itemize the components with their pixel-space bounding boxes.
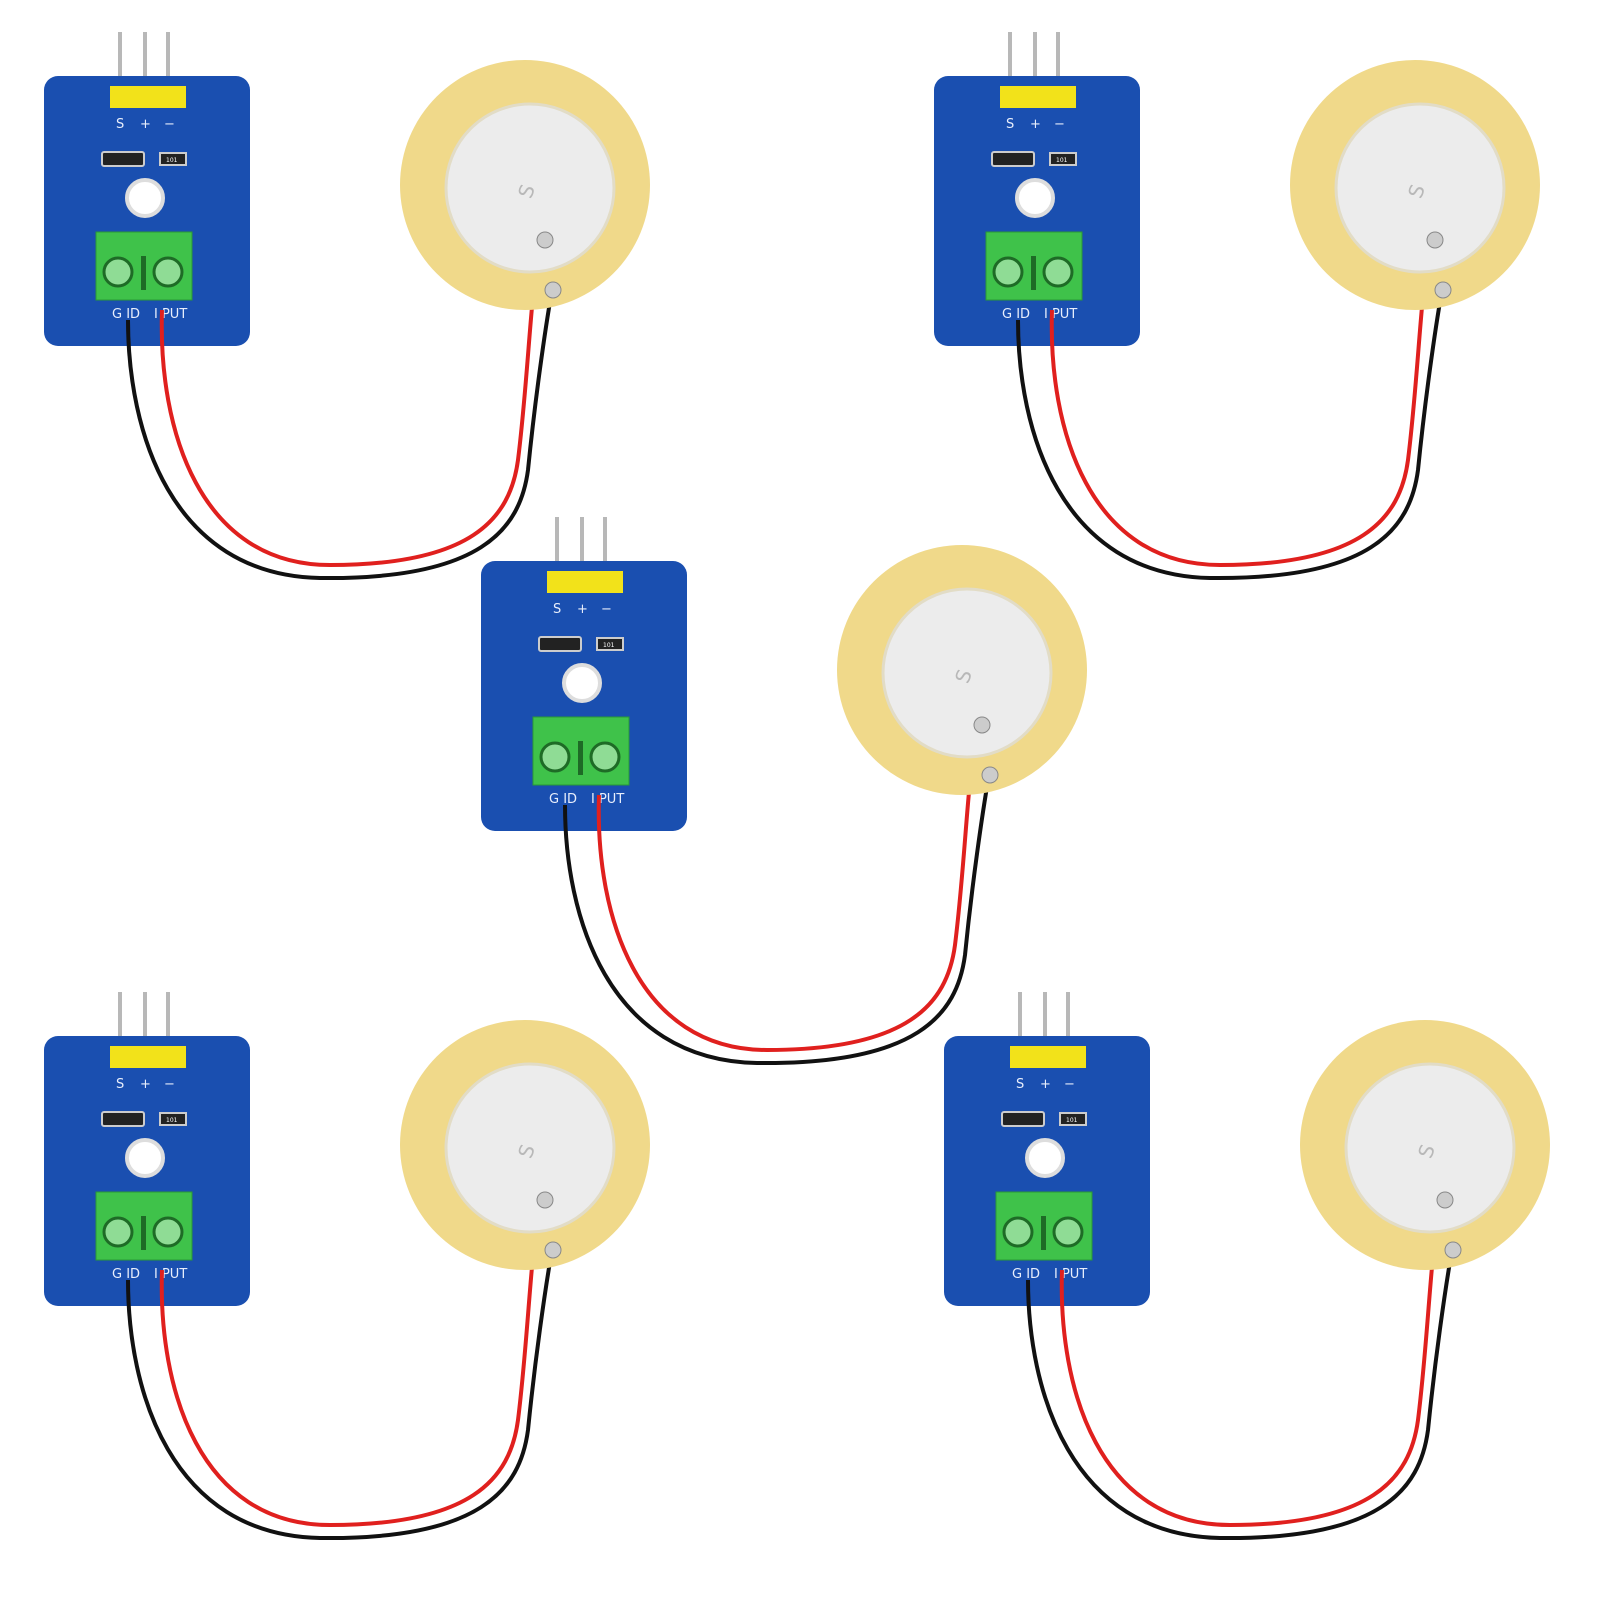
resistor — [159, 152, 187, 166]
header-pins — [555, 517, 607, 577]
diode — [538, 636, 582, 652]
pin-header — [547, 571, 623, 593]
terminal-label-gnd: G ID — [1002, 307, 1030, 322]
terminal-label-input: I PUT — [591, 792, 624, 807]
piezo-disc-ceramic — [444, 1062, 616, 1234]
pin-header — [110, 1046, 186, 1068]
piezo-sensor-module: S + − 101 G ID I PUT S — [934, 32, 1540, 581]
terminal-label-input: I PUT — [1044, 307, 1077, 322]
resistor-marking: 101 — [166, 157, 178, 164]
pin-label-plus: + — [1040, 1077, 1051, 1092]
resistor-marking: 101 — [1066, 1117, 1078, 1124]
header-pins — [118, 992, 170, 1052]
terminal-screw-gnd — [102, 1216, 134, 1248]
terminal-screw-input — [152, 1216, 184, 1248]
wire-red — [159, 1199, 542, 1528]
diode — [991, 151, 1035, 167]
piezo-disc-ceramic — [1344, 1062, 1516, 1234]
terminal-label-gnd: G ID — [112, 1267, 140, 1282]
terminal-screw-input — [1042, 256, 1074, 288]
terminal-screw-input — [1052, 1216, 1084, 1248]
mounting-hole — [1025, 1138, 1065, 1178]
terminal-screw-gnd — [1002, 1216, 1034, 1248]
header-pins — [1018, 992, 1070, 1052]
resistor-marking: 101 — [166, 1117, 178, 1124]
mounting-hole — [1015, 178, 1055, 218]
piezo-disc-ceramic — [881, 587, 1053, 759]
piezo-disc-ceramic — [444, 102, 616, 274]
piezo-disc-ceramic — [1334, 102, 1506, 274]
header-pins — [118, 32, 170, 92]
pin-label-plus: + — [577, 602, 588, 617]
pin-header — [1010, 1046, 1086, 1068]
pin-label-plus: + — [140, 117, 151, 132]
pin-label-minus: − — [164, 1077, 175, 1092]
solder-point-edge — [544, 1241, 562, 1259]
terminal-screw-gnd — [539, 741, 571, 773]
terminal-screw-gnd — [102, 256, 134, 288]
terminal-label-gnd: G ID — [112, 307, 140, 322]
terminal-label-input: I PUT — [154, 307, 187, 322]
solder-point-top — [536, 231, 554, 249]
pin-label-minus: − — [164, 117, 175, 132]
pin-label-signal: S — [116, 1077, 124, 1092]
terminal-screw-gnd — [992, 256, 1024, 288]
terminal-label-input: I PUT — [1054, 1267, 1087, 1282]
wire-black — [126, 1249, 554, 1541]
resistor — [596, 637, 624, 651]
solder-point-top — [1426, 231, 1444, 249]
resistor — [159, 1112, 187, 1126]
pin-label-minus: − — [1064, 1077, 1075, 1092]
wire-red — [159, 239, 542, 568]
terminal-label-input: I PUT — [154, 1267, 187, 1282]
terminal-label-gnd: G ID — [1012, 1267, 1040, 1282]
resistor-marking: 101 — [1056, 157, 1068, 164]
wire-red — [1059, 1199, 1442, 1528]
resistor — [1059, 1112, 1087, 1126]
piezo-sensor-module: S + − 101 G ID I PUT S — [944, 992, 1550, 1541]
pin-label-signal: S — [553, 602, 561, 617]
wire-black — [1016, 289, 1444, 581]
wire-red — [596, 724, 979, 1053]
pin-label-plus: + — [140, 1077, 151, 1092]
pin-label-minus: − — [1054, 117, 1065, 132]
diode — [101, 151, 145, 167]
solder-point-edge — [544, 281, 562, 299]
piezo-sensor-module: S + − 101 G ID I PUT S — [44, 992, 650, 1541]
mounting-hole — [125, 1138, 165, 1178]
solder-point-edge — [1434, 281, 1452, 299]
pin-label-signal: S — [1016, 1077, 1024, 1092]
solder-point-edge — [981, 766, 999, 784]
pin-header — [1000, 86, 1076, 108]
resistor-marking: 101 — [603, 642, 615, 649]
terminal-screw-input — [152, 256, 184, 288]
pin-label-signal: S — [1006, 117, 1014, 132]
terminal-label-gnd: G ID — [549, 792, 577, 807]
header-pins — [1008, 32, 1060, 92]
diode — [101, 1111, 145, 1127]
wire-black — [1026, 1249, 1454, 1541]
pin-label-minus: − — [601, 602, 612, 617]
solder-point-top — [973, 716, 991, 734]
wire-red — [1049, 239, 1432, 568]
pin-label-signal: S — [116, 117, 124, 132]
solder-point-edge — [1444, 1241, 1462, 1259]
wire-black — [126, 289, 554, 581]
resistor — [1049, 152, 1077, 166]
piezo-sensor-module: S + − 101 G ID I PUT S — [481, 517, 1087, 1066]
mounting-hole — [125, 178, 165, 218]
pin-label-plus: + — [1030, 117, 1041, 132]
solder-point-top — [1436, 1191, 1454, 1209]
terminal-screw-input — [589, 741, 621, 773]
wire-black — [563, 774, 991, 1066]
piezo-sensor-module: S + − 101 G ID I PUT S — [44, 32, 650, 581]
solder-point-top — [536, 1191, 554, 1209]
diode — [1001, 1111, 1045, 1127]
pin-header — [110, 86, 186, 108]
mounting-hole — [562, 663, 602, 703]
